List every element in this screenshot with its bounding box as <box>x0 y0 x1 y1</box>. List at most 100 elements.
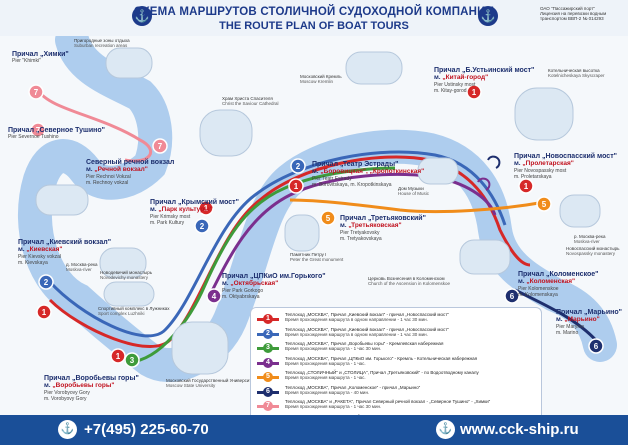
pier-teatr-estrady[interactable]: Причал „Театр Эстрады" м. „Боровицкая", … <box>312 161 425 188</box>
website-link[interactable]: www.cck-ship.ru <box>460 421 579 438</box>
route-pin-7[interactable]: 7 <box>30 122 46 138</box>
legend-route-number: 3 <box>263 343 273 353</box>
route-pin-1[interactable]: 1 <box>466 84 482 100</box>
svg-text:2: 2 <box>200 222 205 231</box>
company-info: ОАО "Пассажирский порт" Лицензия на пере… <box>540 6 607 21</box>
anchor-icon: ⚓ <box>58 420 77 439</box>
legend-route-number: 1 <box>263 314 273 324</box>
legend-row-3: 3 Теплоход „МОСКВА", Причал „Воробьевы го… <box>257 341 537 355</box>
pier-krymsky-most[interactable]: Причал „Крымский мост" м. „Парк культуры… <box>150 199 239 226</box>
svg-text:5: 5 <box>326 214 331 223</box>
svg-text:7: 7 <box>158 142 163 151</box>
pier-kolomenskoe[interactable]: Причал „Коломенское" м. „Коломенская" Pi… <box>518 271 599 298</box>
route-pin-5[interactable]: 5 <box>320 210 336 226</box>
pier-tretyakovsky[interactable]: Причал „Третьяковский" м. „Третьяковская… <box>340 215 426 242</box>
photo-peter <box>284 214 320 252</box>
header: ⚓ СХЕМА МАРШРУТОВ СТОЛИЧНОЙ СУДОХОДНОЙ К… <box>0 0 628 36</box>
route-pin-3[interactable]: 3 <box>124 352 140 368</box>
legend-route-number: 2 <box>263 328 273 339</box>
route-pin-1[interactable]: 1 <box>198 200 214 216</box>
svg-text:7: 7 <box>36 126 41 135</box>
ship-icon: ⚓ <box>478 6 498 26</box>
route-pin-1[interactable]: 1 <box>288 178 304 194</box>
svg-text:3: 3 <box>130 356 135 365</box>
pier-vorobyovy-gory[interactable]: Причал „Воробьевы горы" м. „Воробьевы го… <box>44 375 139 402</box>
svg-text:1: 1 <box>42 308 47 317</box>
pier-ustinsky-most[interactable]: Причал „Б.Устьинский мост" м. „Китай-гор… <box>434 67 535 94</box>
ship-icon: ⚓ <box>132 6 152 26</box>
svg-text:2: 2 <box>44 278 49 287</box>
photo-suburban <box>105 47 153 79</box>
svg-text:6: 6 <box>510 292 515 301</box>
legend-row-4: 4 Теплоход „МОСКВА", Причал „ЦПКиО им. Го… <box>257 356 537 370</box>
route-pin-1[interactable]: 1 <box>518 178 534 194</box>
svg-text:6: 6 <box>594 342 599 351</box>
route-pin-7[interactable]: 7 <box>152 138 168 154</box>
svg-text:5: 5 <box>542 200 547 209</box>
svg-text:1: 1 <box>472 88 477 97</box>
photo-ascension <box>459 239 511 275</box>
svg-text:1: 1 <box>294 182 299 191</box>
pier-kievsky-vokzal[interactable]: Причал „Киевский вокзал" м. „Киевская" P… <box>18 239 112 266</box>
u-turn-icon <box>477 155 501 191</box>
route-pin-6[interactable]: 6 <box>504 288 520 304</box>
route-pin-4[interactable]: 4 <box>206 288 222 304</box>
route-line-6 <box>514 288 602 346</box>
svg-text:1: 1 <box>204 204 209 213</box>
photo-luzhniki <box>103 281 155 307</box>
legend-route-number: 6 <box>263 386 273 397</box>
pier-novospassky-most[interactable]: Причал „Новоспасский мост" м. „Пролетарс… <box>514 153 617 180</box>
legend-text: Теплоход „СТОЛИЧНЫЙ" и „СТОЛИЦА", Причал… <box>285 370 479 380</box>
legend-text: Теплоход „МОСКВА", Причал „Воробьевы гор… <box>285 341 444 351</box>
route-line-1 <box>48 155 531 348</box>
pier-rechnoy-vokzal[interactable]: Северный речной вокзал м. „Речной вокзал… <box>86 159 175 186</box>
route-pin-1[interactable]: 1 <box>110 348 126 364</box>
legend-text: Теплоход „МОСКВА" и „РАКЕТА", Причал Сев… <box>285 399 491 409</box>
legend-text: Теплоход „МОСКВА", Причал „ЦПКиО им. Гор… <box>285 355 478 366</box>
legend-route-number: 4 <box>263 357 273 368</box>
route-pin-6[interactable]: 6 <box>588 338 604 354</box>
photo-rechnoy <box>35 184 89 216</box>
route-pin-7[interactable]: 7 <box>28 84 44 100</box>
phone-number[interactable]: +7(495) 225-60-70 <box>84 421 209 438</box>
legend-row-5: 5 Теплоход „СТОЛИЧНЫЙ" и „СТОЛИЦА", Прича… <box>257 370 537 384</box>
photo-house-music <box>417 157 459 185</box>
route-pin-2[interactable]: 2 <box>290 158 306 174</box>
photo-christ <box>199 109 253 157</box>
route-pin-2[interactable]: 2 <box>38 274 54 290</box>
pier-severnoe-tushino[interactable]: Причал „Северное Тушино" Pier Severnoe T… <box>8 127 105 140</box>
photo-msu <box>171 321 229 375</box>
footer: ⚓ +7(495) 225-60-70 ⚓ www.cck-ship.ru <box>0 415 628 445</box>
anchor-icon: ⚓ <box>436 420 455 439</box>
photo-kremlin <box>345 51 403 85</box>
svg-text:1: 1 <box>116 352 121 361</box>
route-pin-1[interactable]: 1 <box>36 304 52 320</box>
pier-khimki[interactable]: Причал „Химки" Pier "Khimki" <box>12 51 69 64</box>
photo-novospassky <box>559 194 601 228</box>
svg-text:1: 1 <box>524 182 529 191</box>
pier-maryino[interactable]: Причал „Марьино" м. „Марьино" Pier Maryi… <box>556 309 622 336</box>
photo-novodevichy <box>99 247 147 279</box>
route-pin-5[interactable]: 5 <box>536 196 552 212</box>
route-pin-2[interactable]: 2 <box>194 218 210 234</box>
legend-route-number: 5 <box>263 372 273 382</box>
svg-text:2: 2 <box>296 162 301 171</box>
route-line-7 <box>36 89 153 163</box>
pier-tskpo-gorkogo[interactable]: Причал „ЦПКиО им.Горького" м. „Октябрьск… <box>222 273 326 300</box>
